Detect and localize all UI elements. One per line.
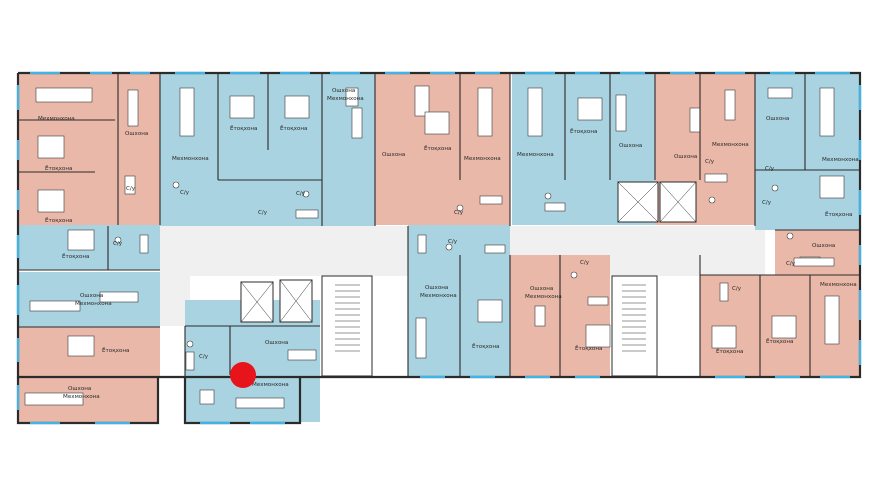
room-label: С/у	[113, 241, 123, 247]
room-label: Мехмонхона	[517, 152, 554, 158]
room-label: Мехмонхона	[525, 294, 562, 300]
stair-core	[321, 275, 658, 377]
room-label: Мехмонхона	[464, 156, 501, 162]
room-label: Ошхона	[674, 154, 697, 160]
room-label: С/у	[732, 286, 742, 292]
room-label: Ётоқхона	[766, 338, 793, 345]
room-label: Ётоқхона	[45, 165, 72, 172]
room-label: Ошхона	[80, 293, 103, 299]
room-label: Ошхона	[68, 386, 91, 392]
room-label: Ётоқхона	[280, 125, 307, 132]
room-label: С/у	[454, 210, 464, 216]
room-label: Мехмонхона	[252, 382, 289, 388]
room-label: Ётоқхона	[230, 125, 257, 132]
room-label: Мехмонхона	[63, 394, 100, 400]
room-label: Ётоқхона	[716, 348, 743, 355]
room-label: С/у	[765, 166, 775, 172]
room-label: Мехмонхона	[172, 156, 209, 162]
room-label: Мехмонхона	[712, 142, 749, 148]
room-label: Ошхона	[125, 131, 148, 137]
room-label: С/у	[448, 239, 458, 245]
room-label: С/у	[180, 190, 190, 196]
room-label: Ётоқхона	[472, 343, 499, 350]
room-label: Ошхона	[766, 116, 789, 122]
room-label: С/у	[258, 210, 268, 216]
room-label: Ётоқхона	[575, 345, 602, 352]
room-label: С/у	[126, 186, 136, 192]
room-label: Ётоқхона	[570, 128, 597, 135]
dining-table	[24, 85, 840, 406]
room-label: Ошхона	[382, 152, 405, 158]
room-label: С/у	[580, 260, 590, 266]
room-label: Мехмонхона	[420, 293, 457, 299]
room-label: Ошхона	[332, 88, 355, 94]
room-label: С/у	[705, 159, 715, 165]
windows	[16, 71, 862, 425]
room-label: С/у	[296, 191, 306, 197]
room-labels: Мехмонхона Ошхона Ётоқхона Ётоқхона С/у …	[38, 88, 859, 400]
room-label: Ётоқхона	[825, 211, 852, 218]
room-label: Ётоқхона	[62, 253, 89, 260]
room-label: Мехмонхона	[822, 157, 859, 163]
room-label: Мехмонхона	[820, 282, 857, 288]
room-label: Ётоқхона	[424, 145, 451, 152]
room-label: С/у	[786, 261, 796, 267]
room-label: Ётоқхона	[45, 217, 72, 224]
room-label: С/у	[762, 200, 772, 206]
room-label: Мехмонхона	[327, 96, 364, 102]
room-label: Ошхона	[619, 143, 642, 149]
room-label: Ошхона	[265, 340, 288, 346]
room-label: Мехмонхона	[38, 116, 75, 122]
room-label: Ошхона	[812, 243, 835, 249]
room-label: Мехмонхона	[75, 301, 112, 307]
room-label: Ётоқхона	[102, 347, 129, 354]
selected-unit-marker[interactable]	[230, 362, 256, 388]
room-label: Ошхона	[425, 285, 448, 291]
elevator	[240, 181, 697, 323]
kitchen-counter	[99, 87, 835, 361]
sofa	[29, 89, 736, 409]
room-label: Ошхона	[530, 286, 553, 292]
room-label: С/у	[199, 354, 209, 360]
bed	[37, 95, 845, 357]
